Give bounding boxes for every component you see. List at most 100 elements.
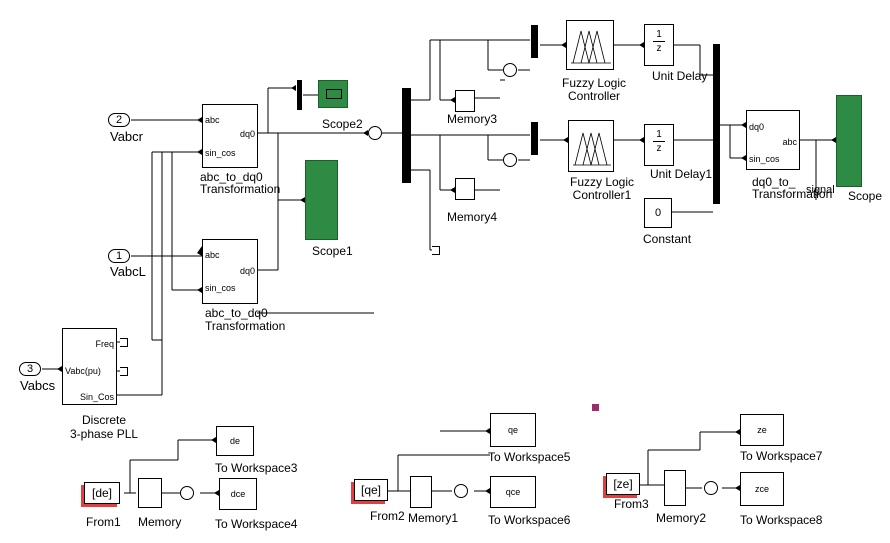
terminator[interactable] <box>432 246 440 255</box>
signal-label: signal <box>806 184 835 196</box>
to-workspace8-block[interactable]: zce <box>740 472 784 506</box>
scope-screen <box>326 89 342 99</box>
mux-scope2[interactable] <box>297 80 302 110</box>
label-line: Transformation <box>200 182 281 196</box>
dq0-to-abc-label: dq0_to_Transformation <box>752 176 832 200</box>
memory4-block[interactable] <box>455 178 475 200</box>
unit-delay-label: Unit Delay <box>652 69 708 83</box>
port-freq: Freq <box>95 339 114 349</box>
ws-var: qce <box>505 487 521 497</box>
memory3-label: Memory3 <box>447 112 498 126</box>
terminator[interactable] <box>120 338 128 347</box>
to-workspace6-block[interactable]: qce <box>490 476 536 508</box>
inport-number: 3 <box>26 363 34 375</box>
scope1-block[interactable] <box>305 160 338 240</box>
to-workspace7-label: To Workspace7 <box>740 449 823 463</box>
port-sincos: sin_cos <box>205 148 236 158</box>
port-sincos: Sin_Cos <box>79 392 114 402</box>
to-workspace6-label: To Workspace6 <box>488 513 571 527</box>
from-block-qe[interactable]: [qe] <box>354 479 388 501</box>
label-line: Fuzzy Logic <box>562 76 627 90</box>
sum-block-qe[interactable] <box>454 484 468 498</box>
scope-label: Scope <box>848 189 883 203</box>
memory2-block[interactable] <box>664 470 686 506</box>
from1-label: From1 <box>86 515 121 529</box>
memory4-label: Memory4 <box>447 210 498 224</box>
inport-vabcr[interactable]: 2 <box>108 113 130 127</box>
fraction-bar <box>653 41 665 42</box>
to-workspace3-block[interactable]: de <box>216 426 254 456</box>
inport-vabcl-label: VabcL <box>110 264 146 279</box>
port-abc: abc <box>205 250 220 260</box>
fuzzy-icon <box>571 30 611 64</box>
from-block-ze[interactable]: [ze] <box>606 473 640 495</box>
constant-block[interactable]: 0 <box>644 198 672 228</box>
port-dq0: dq0 <box>239 266 255 276</box>
to-workspace4-block[interactable]: dce <box>219 478 257 510</box>
port-sincos: sin_cos <box>749 154 780 164</box>
memory-block[interactable] <box>138 478 162 508</box>
fuzzy-logic-controller1-block[interactable] <box>568 120 614 172</box>
scope-block[interactable] <box>836 95 862 187</box>
inport-vabcr-label: Vabcr <box>110 129 143 144</box>
to-workspace8-label: To Workspace8 <box>740 513 823 527</box>
abc-to-dq0-block-1[interactable]: abc dq0 sin_cos <box>202 104 258 168</box>
port-dq0: dq0 <box>239 129 255 139</box>
unit-delay1-label: Unit Delay1 <box>650 167 713 181</box>
label-line: Transformation <box>205 319 286 333</box>
constant-value: 0 <box>654 207 662 219</box>
port-abc: abc <box>205 115 220 125</box>
label-line: abc_to_dq0 <box>200 170 263 184</box>
inport-vabcl[interactable]: 1 <box>108 249 130 263</box>
mux-fuzzy1[interactable] <box>531 25 538 58</box>
from3-label: From3 <box>614 497 649 511</box>
inport-number: 2 <box>115 114 123 126</box>
to-workspace3-label: To Workspace3 <box>215 461 298 475</box>
mux-fuzzy2[interactable] <box>531 122 538 155</box>
ws-var: dce <box>230 489 246 499</box>
port-dq0: dq0 <box>749 122 765 132</box>
sum-block-mem3[interactable] <box>503 63 517 77</box>
sum-block-mem4[interactable] <box>503 153 517 167</box>
label-line: Discrete <box>82 413 127 427</box>
inport-vabcs[interactable]: 3 <box>19 362 41 376</box>
to-workspace5-block[interactable]: qe <box>490 413 536 447</box>
mux-output[interactable] <box>713 44 720 204</box>
ws-var: qe <box>507 425 518 435</box>
delay-numerator: 1 <box>656 129 662 140</box>
abc-to-dq0-block-2[interactable]: abc dq0 sin_cos <box>202 239 258 304</box>
sum-block-de[interactable] <box>180 486 194 500</box>
terminator[interactable] <box>120 367 128 376</box>
memory-label: Memory <box>138 515 182 529</box>
scope2-label: Scope2 <box>322 117 363 131</box>
label-line: Controller <box>568 89 621 103</box>
sum-block-ze[interactable] <box>704 481 718 495</box>
scope2-block[interactable] <box>318 80 348 108</box>
from-tag: [ze] <box>613 477 633 491</box>
port-sincos: sin_cos <box>205 283 236 293</box>
from-tag: [qe] <box>360 483 381 497</box>
to-workspace7-block[interactable]: ze <box>740 414 784 446</box>
mux-main[interactable] <box>402 88 411 183</box>
sum-block-center[interactable] <box>368 126 382 140</box>
memory2-label: Memory2 <box>656 511 707 525</box>
fuzzy-icon <box>573 132 611 166</box>
dq0-to-abc-block[interactable]: dq0 abc sin_cos <box>746 110 800 170</box>
label-line: Fuzzy Logic <box>570 175 635 189</box>
fuzzy-logic-controller-block[interactable] <box>566 20 614 70</box>
memory1-block[interactable] <box>410 476 432 508</box>
delay-numerator: 1 <box>656 29 662 40</box>
memory3-block[interactable] <box>455 90 475 112</box>
ws-var: de <box>229 436 240 446</box>
label-line: Controller1 <box>572 188 632 202</box>
from-block-de[interactable]: [de] <box>84 482 120 504</box>
from2-label: From2 <box>370 509 405 523</box>
from-tag: [de] <box>91 486 112 500</box>
pll-block[interactable]: Freq Vabc(pu) Sin_Cos <box>62 328 117 405</box>
